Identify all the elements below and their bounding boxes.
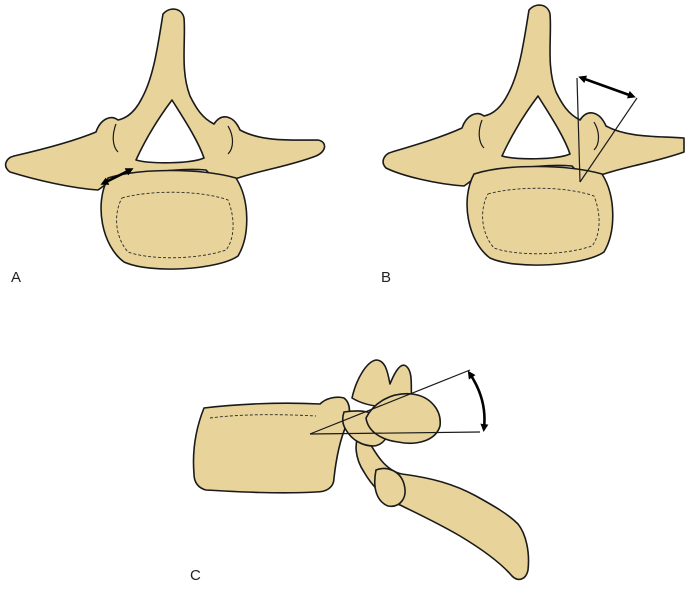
panel-label-c: C xyxy=(190,568,201,583)
panel-a-body xyxy=(101,171,247,270)
panel-label-b: B xyxy=(381,270,391,285)
panel-b-body xyxy=(467,167,613,266)
panel-a-vertebra xyxy=(6,9,325,269)
panel-label-a: A xyxy=(11,270,21,285)
panel-b-vertebra xyxy=(383,5,684,265)
panel-c-vertebra xyxy=(193,360,528,579)
panel-c-angle-arrow xyxy=(470,374,484,428)
panel-c-spinous-process xyxy=(356,430,528,579)
panel-c-body xyxy=(193,397,349,493)
panel-b-angle-arrow xyxy=(582,78,632,96)
